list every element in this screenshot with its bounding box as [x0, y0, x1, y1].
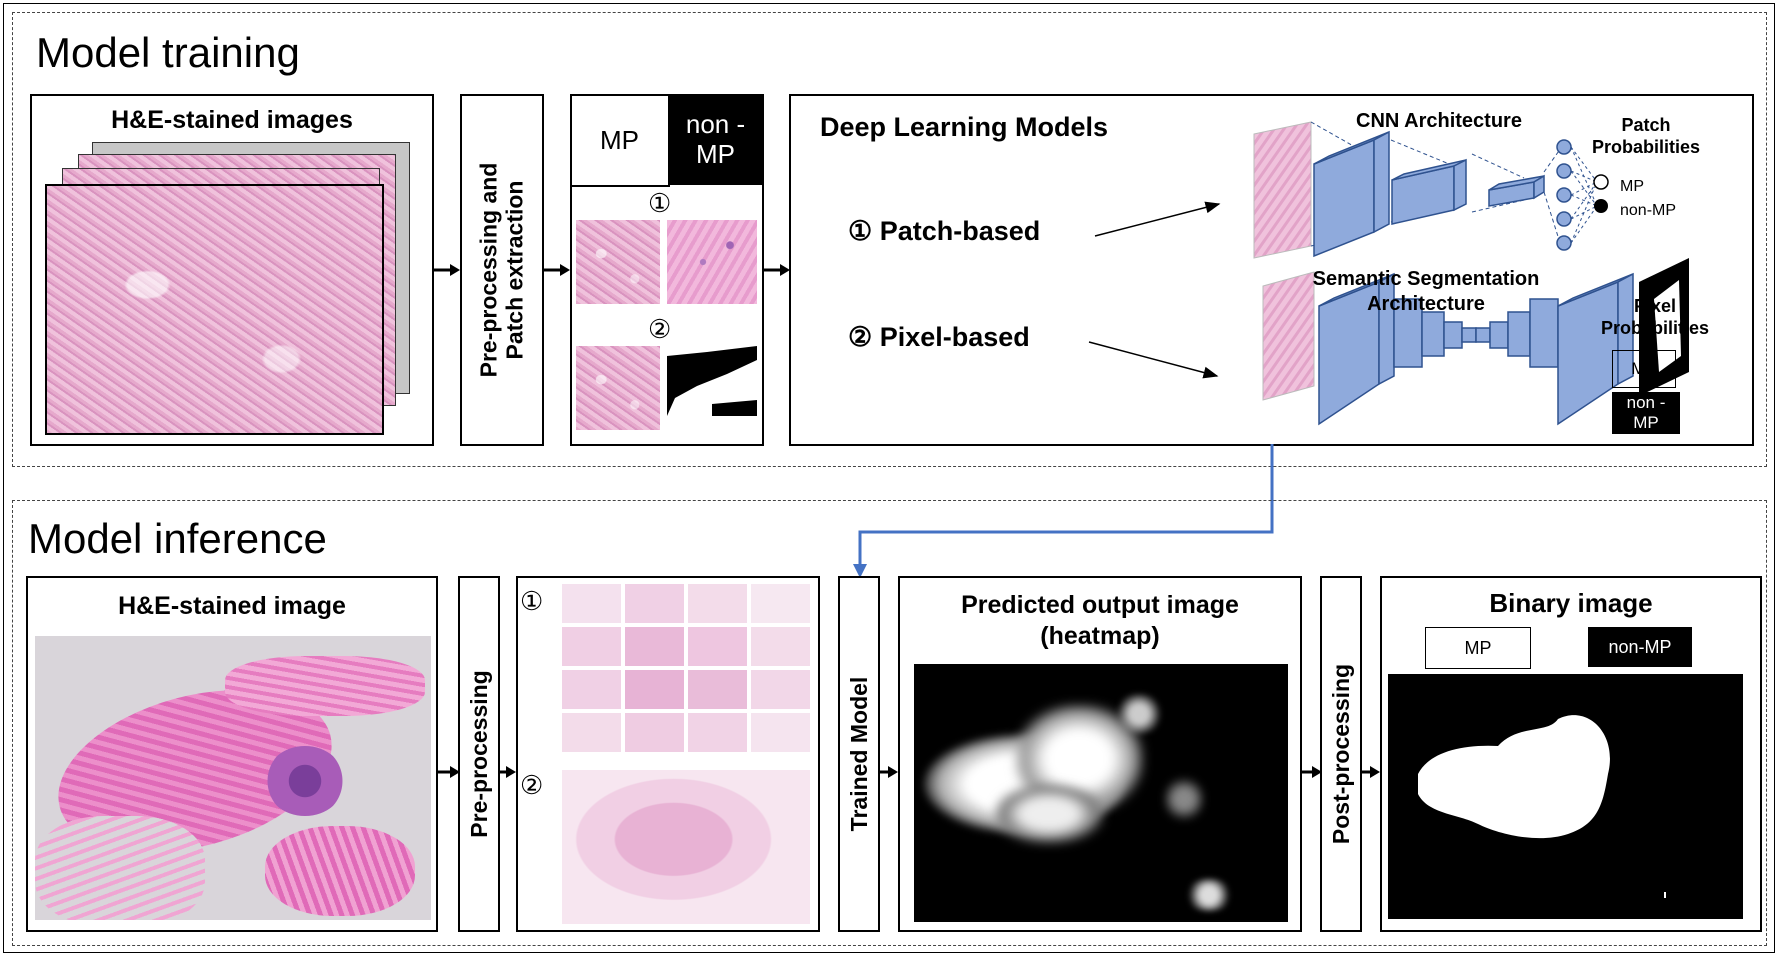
grid-tile — [562, 670, 621, 709]
patch-grid — [562, 584, 810, 752]
mp-header-label: MP — [600, 124, 639, 155]
patch-mask-2 — [667, 346, 757, 430]
grid-tile — [751, 713, 810, 752]
arrow-8 — [1362, 766, 1380, 778]
arrow-1 — [434, 264, 460, 276]
output-neuron-nonmp — [1594, 199, 1608, 213]
he-stack-front — [45, 184, 384, 435]
cnn-layer-2 — [1391, 158, 1467, 225]
seg-decoder — [1489, 272, 1634, 426]
pixel-mp-label: MP — [1631, 359, 1657, 378]
cnn-title: CNN Architecture — [1356, 110, 1522, 132]
legend-mp: MP — [1620, 178, 1644, 195]
arrow-2 — [544, 264, 570, 276]
binary-mask-image — [1388, 674, 1743, 919]
grid-tile — [751, 584, 810, 623]
grid-tile — [625, 627, 684, 666]
inference-preprocess-label: Pre-processing — [465, 670, 492, 838]
pixel-mp-box: MP — [1612, 350, 1676, 388]
pixel-nonmp-label: non -MP — [1626, 393, 1666, 432]
grid-tile — [688, 670, 747, 709]
inference-preprocess-box — [458, 576, 500, 932]
binary-title: Binary image — [1489, 588, 1653, 618]
nonmp-header: non - MP — [669, 95, 762, 185]
binary-mp-box: MP — [1425, 627, 1531, 669]
grid-tile — [688, 713, 747, 752]
grid-tile — [625, 670, 684, 709]
trained-model-label: Trained Model — [845, 676, 872, 832]
grid-tile — [625, 584, 684, 623]
preprocess-label: Pre-processing and Patch extraction — [475, 162, 528, 378]
grid-tile — [688, 627, 747, 666]
pixel-nonmp-box: non -MP — [1612, 392, 1680, 434]
grid-tile — [688, 584, 747, 623]
grid-tile — [562, 584, 621, 623]
inference-title: Model inference — [28, 515, 327, 562]
output-neuron-mp — [1593, 174, 1609, 190]
pixel-arrow — [1088, 341, 1219, 379]
grid-tile — [751, 627, 810, 666]
cnn-layer-3 — [1488, 174, 1545, 207]
patch-nonmp-1 — [667, 220, 757, 304]
inference-section — [12, 500, 1767, 946]
he-inference-image — [35, 636, 431, 920]
arrow-5 — [500, 766, 516, 778]
inference-num-2: ② — [520, 770, 544, 800]
arrow-3 — [764, 264, 790, 276]
patch-based-label: ① Patch-based — [848, 216, 1041, 246]
seg-input-patch — [1262, 271, 1315, 401]
postprocess-label: Post-processing — [1327, 663, 1354, 845]
inference-num-1: ① — [520, 586, 544, 616]
grid-tile — [562, 627, 621, 666]
heatmap-image — [914, 664, 1288, 922]
predicted-title: Predicted output image (heatmap) — [961, 591, 1239, 651]
patch-num-1: ① — [648, 188, 672, 218]
patch-num-2: ② — [648, 314, 672, 344]
patch-prob-title: Patch Probabilities — [1591, 115, 1701, 157]
postprocess-box — [1320, 576, 1362, 932]
legend-nonmp: non-MP — [1620, 202, 1677, 219]
cnn-layer-1 — [1313, 130, 1390, 258]
arrow-6 — [880, 766, 898, 778]
binary-mp-label: MP — [1464, 637, 1492, 658]
cnn-input-patch — [1253, 121, 1312, 259]
seg-title: Semantic Segmentation Architecture — [1312, 268, 1540, 315]
dl-diagram — [1088, 121, 1689, 426]
training-section — [12, 12, 1767, 467]
preprocess-box — [460, 94, 544, 446]
patch-mp-1 — [576, 220, 660, 304]
binary-nonmp-box: non-MP — [1588, 627, 1692, 667]
he-image-title: H&E-stained image — [118, 592, 346, 620]
grid-tile — [625, 713, 684, 752]
training-title: Model training — [36, 29, 300, 76]
inference-whole-image — [562, 770, 810, 924]
arrow-4 — [438, 766, 460, 778]
dl-title: Deep Learning Models — [820, 112, 1109, 142]
nonmp-header-label: non - MP — [685, 109, 746, 169]
patch-arrow — [1094, 201, 1221, 237]
trained-model-box — [838, 576, 880, 932]
grid-tile — [751, 670, 810, 709]
trained-model-connector — [853, 444, 1274, 578]
arrow-7 — [1302, 766, 1322, 778]
binary-nonmp-label: non-MP — [1608, 636, 1672, 657]
seg-encoder — [1318, 272, 1491, 426]
mp-header: MP — [571, 95, 670, 187]
he-images-title: H&E-stained images — [111, 106, 353, 134]
pixel-prob-title: Pixel Probabilities — [1600, 296, 1710, 338]
grid-tile — [562, 713, 621, 752]
pixel-based-label: ② Pixel-based — [848, 322, 1030, 352]
patch-mp-2 — [576, 346, 660, 430]
outer-frame — [3, 3, 1775, 953]
